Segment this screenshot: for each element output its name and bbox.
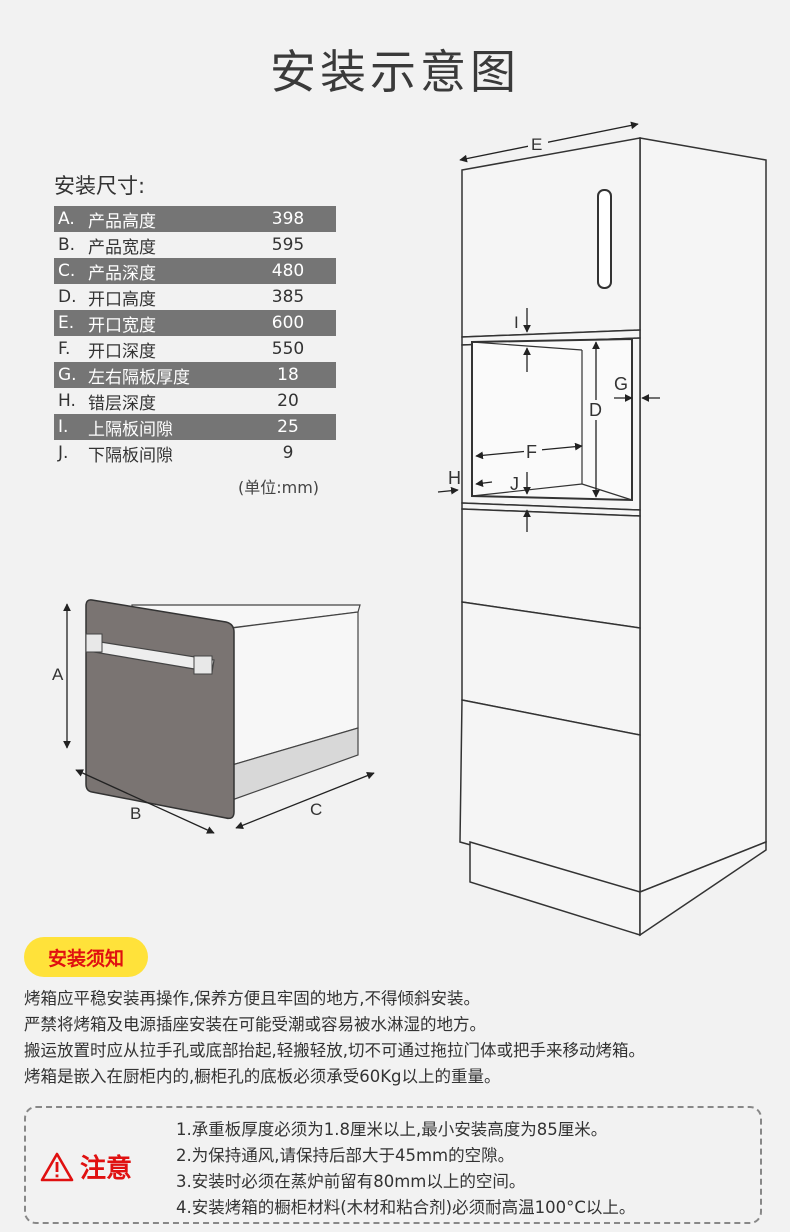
handle-mount-left	[85, 633, 103, 653]
notice-list: 烤箱应平稳安装再操作,保养方便且牢固的地方,不得倾斜安装。 严禁将烤箱及电源插座…	[24, 986, 784, 1090]
dim-label-i: I	[514, 313, 519, 332]
row-value: 480	[271, 261, 305, 281]
row-name: 产品高度	[88, 211, 156, 232]
dim-label-f: F	[526, 442, 537, 462]
dim-line-h-inner	[475, 479, 493, 487]
notice-line: 烤箱是嵌入在厨柜内的,橱柜孔的底板必须承受60Kg以上的重量。	[24, 1067, 501, 1086]
row-value: 385	[271, 287, 305, 307]
table-row: A. 产品高度 398	[54, 206, 336, 232]
row-name: 错层深度	[88, 393, 156, 414]
opening-inner-top	[471, 341, 583, 351]
oven-illustration	[85, 599, 361, 820]
installation-diagram: A B C E I D G F H J	[52, 121, 767, 937]
caution-label: 注意	[40, 1148, 132, 1185]
handle-mount-right	[193, 655, 213, 675]
cabinet-side	[639, 137, 767, 894]
row-name: 上隔板间隙	[88, 419, 173, 440]
table-row: C. 产品深度 480	[54, 258, 336, 284]
table-row: D. 开口高度 385	[54, 284, 336, 310]
table-row: H. 错层深度 20	[54, 388, 336, 414]
row-name: 产品深度	[88, 263, 156, 284]
row-name: 左右隔板厚度	[88, 367, 190, 388]
table-row: J. 下隔板间隙 9	[54, 440, 336, 466]
caution-title: 注意	[80, 1154, 133, 1184]
row-value: 25	[277, 417, 299, 437]
row-value: 600	[271, 313, 305, 333]
row-value: 595	[271, 235, 305, 255]
row-value: 18	[277, 365, 299, 385]
caution-line: 3.安装时必须在蒸炉前留有80mm以上的空间。	[176, 1172, 526, 1191]
row-letter: J.	[58, 443, 69, 463]
notice-badge: 安装须知	[24, 937, 148, 977]
row-name: 开口高度	[88, 289, 156, 310]
notice-line: 严禁将烤箱及电源插座安装在可能受潮或容易被水淋湿的地方。	[24, 1015, 486, 1034]
row-name: 开口宽度	[88, 315, 156, 336]
table-row: G. 左右隔板厚度 18	[54, 362, 336, 388]
cabinet-upper-door	[461, 137, 641, 338]
row-letter: E.	[58, 313, 75, 333]
dim-label-h: H	[448, 468, 461, 488]
dim-label-d-bg	[588, 400, 606, 420]
row-name: 开口深度	[88, 341, 156, 362]
row-name: 下隔板间隙	[88, 445, 173, 466]
notice-line: 烤箱应平稳安装再操作,保养方便且牢固的地方,不得倾斜安装。	[24, 989, 480, 1008]
dim-label-f-bg	[524, 440, 542, 460]
plinth-side	[639, 840, 767, 937]
row-letter: F.	[58, 339, 71, 359]
dim-label-b: B	[130, 804, 141, 823]
table-row: E. 开口宽度 600	[54, 310, 336, 336]
caution-list: 1.承重板厚度必须为1.8厘米以上,最小安装高度为85厘米。 2.为保持通风,请…	[176, 1117, 635, 1221]
opening-inner-corner	[581, 483, 633, 501]
row-letter: H.	[58, 391, 76, 411]
row-letter: A.	[58, 209, 75, 229]
caution-line: 2.为保持通风,请保持后部大于45mm的空隙。	[176, 1146, 515, 1165]
caution-line: 1.承重板厚度必须为1.8厘米以上,最小安装高度为85厘米。	[176, 1120, 608, 1139]
warning-triangle-icon	[40, 1152, 74, 1181]
table-row: I. 上隔板间隙 25	[54, 414, 336, 440]
dim-line-h-outer	[437, 486, 459, 495]
dim-label-a: A	[52, 665, 64, 684]
cabinet-illustration	[459, 137, 767, 937]
row-letter: D.	[58, 287, 77, 307]
row-letter: I.	[58, 417, 69, 437]
dimensions-heading: 安装尺寸:	[54, 174, 146, 198]
row-value: 9	[282, 443, 294, 463]
row-letter: B.	[58, 235, 76, 255]
dim-line-e	[459, 121, 639, 163]
dim-label-d: D	[589, 400, 602, 420]
oven-opening	[471, 337, 633, 502]
oven-door	[85, 599, 235, 820]
unit-note: (单位:mm)	[238, 478, 320, 497]
row-value: 550	[271, 339, 305, 359]
table-row: F. 开口深度 550	[54, 336, 336, 362]
row-letter: G.	[58, 365, 77, 385]
notice-line: 搬运放置时应从拉手孔或底部抬起,轻搬轻放,切不可通过拖拉门体或把手来移动烤箱。	[24, 1041, 645, 1060]
table-row: B. 产品宽度 595	[54, 232, 336, 258]
dim-label-e-bg	[528, 134, 548, 152]
dim-line-c	[235, 771, 375, 830]
cabinet-handle	[597, 189, 612, 289]
row-value: 398	[271, 209, 305, 229]
dim-label-c: C	[310, 800, 322, 819]
dim-line-b	[75, 769, 215, 834]
row-value: 20	[277, 391, 299, 411]
caution-box	[24, 1106, 762, 1224]
dim-label-e: E	[531, 135, 542, 154]
dim-label-g: G	[614, 374, 628, 394]
row-letter: C.	[58, 261, 76, 281]
dim-label-j: J	[510, 474, 519, 494]
caution-line: 4.安装烤箱的橱柜材料(木材和粘合剂)必须耐高温100°C以上。	[176, 1198, 636, 1217]
row-name: 产品宽度	[88, 237, 156, 258]
page-title: 安装示意图	[270, 45, 520, 99]
